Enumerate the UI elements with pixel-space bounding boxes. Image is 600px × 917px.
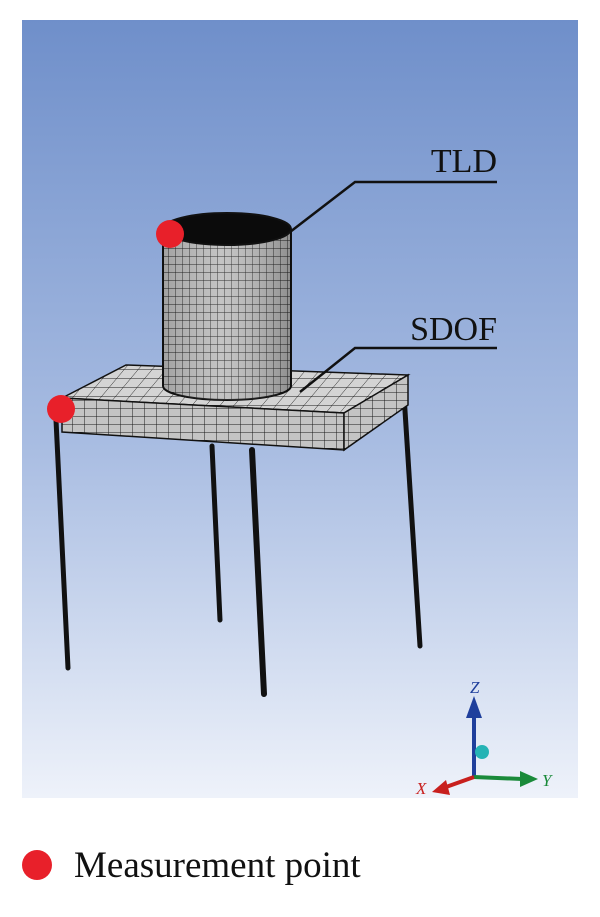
- red-dot-icon: [22, 850, 52, 880]
- axis-label-y: Y: [542, 771, 553, 790]
- platform-right-face: [343, 373, 409, 452]
- tld-cylinder: [162, 212, 292, 401]
- axis-label-z: Z: [470, 678, 480, 697]
- sdof-label: SDOF: [410, 311, 497, 348]
- leg-back-right: [401, 392, 423, 649]
- xyz-triad-icon: Z Y X: [415, 678, 553, 798]
- leg-back-middle: [209, 443, 223, 623]
- measurement-point-tld: [156, 220, 184, 248]
- table-legs: [53, 392, 423, 697]
- axis-label-x: X: [415, 779, 427, 798]
- triad-origin-icon: [475, 745, 489, 759]
- leg-front-middle: [249, 447, 267, 697]
- tld-label: TLD: [431, 143, 497, 180]
- legend-label: Measurement point: [74, 844, 361, 886]
- tld-leader-line: [289, 180, 497, 233]
- sdof-platform: [59, 364, 411, 452]
- callout-leaders: [289, 180, 497, 393]
- measurement-point-sdof: [47, 395, 75, 423]
- sdof-leader-line: [299, 346, 497, 393]
- legend: Measurement point: [22, 840, 361, 890]
- leg-front-left: [53, 417, 71, 671]
